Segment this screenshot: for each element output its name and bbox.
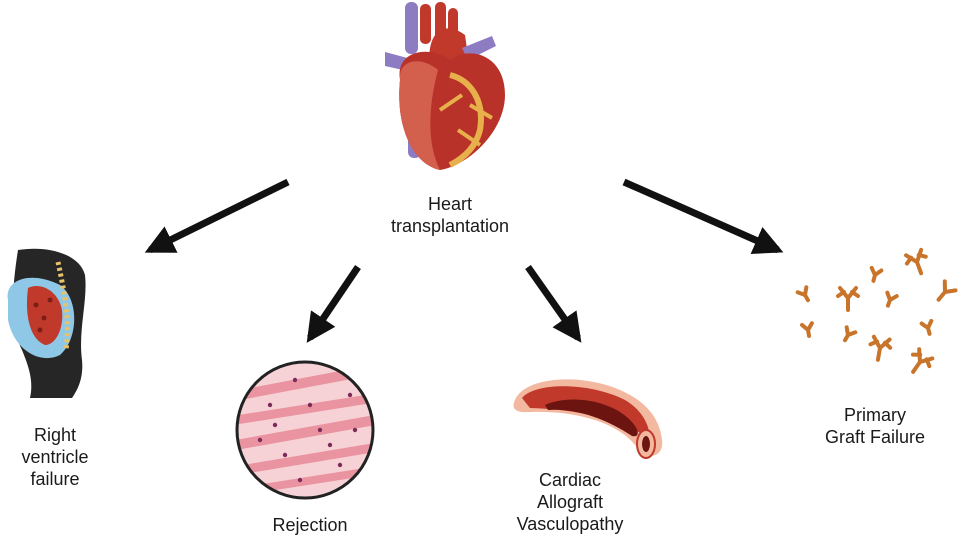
cav-label-line3: Vasculopathy xyxy=(516,514,624,534)
rvf-label-line2: ventricle xyxy=(21,447,89,467)
vessel-cross-section-icon xyxy=(513,379,663,459)
heart-icon xyxy=(385,2,505,170)
myocardium-tissue-icon xyxy=(235,360,375,500)
arrow-to-cav xyxy=(525,264,582,343)
rejection-label-line1: Rejection xyxy=(272,515,348,535)
arrow-to-rejection xyxy=(306,265,361,343)
right-ventricle-failure-label: Right ventricle failure xyxy=(0,424,110,490)
pgf-label-line2: Graft Failure xyxy=(824,427,926,447)
cav-label-line2: Allograft xyxy=(536,492,604,512)
antibodies-icon xyxy=(795,247,958,374)
rejection-label: Rejection xyxy=(240,514,380,536)
arrow-to-primary-graft-failure xyxy=(622,178,784,254)
torso-heart-icon xyxy=(7,248,86,398)
cav-label: Cardiac Allograft Vasculopathy xyxy=(500,469,640,535)
rvf-label-line3: failure xyxy=(30,469,80,489)
primary-graft-failure-label: Primary Graft Failure xyxy=(800,404,950,448)
center-label-line2: transplantation xyxy=(390,216,510,236)
pgf-label-line1: Primary xyxy=(844,405,906,425)
center-label-line1: Heart xyxy=(427,194,472,214)
arrow-to-right-ventricle-failure xyxy=(144,178,290,254)
cav-label-line1: Cardiac xyxy=(538,470,602,490)
heart-transplantation-label: Heart transplantation xyxy=(350,193,550,237)
rvf-label-line1: Right xyxy=(33,425,77,445)
